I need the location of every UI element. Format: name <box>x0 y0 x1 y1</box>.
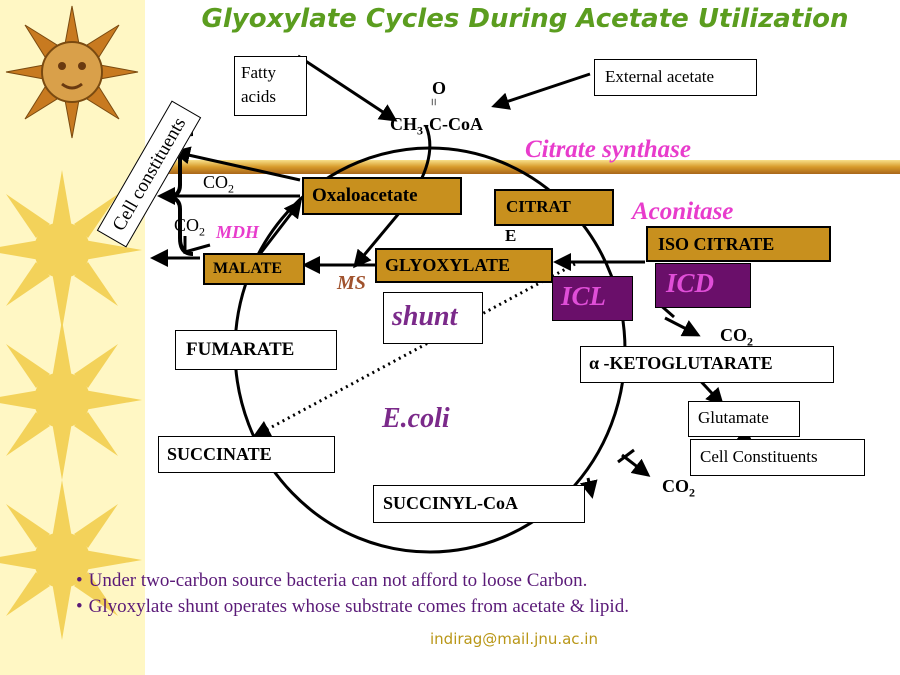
citrate-box: CITRAT <box>494 189 614 226</box>
arrow-malate-to-oaa <box>258 199 302 255</box>
shunt-box: shunt <box>383 292 483 344</box>
arrow-to-cell-constituents <box>172 146 301 182</box>
external-acetate-label: External acetate <box>605 67 715 86</box>
acetyl-coa-sub: 3 <box>417 123 423 138</box>
footer-email: indirag@mail.jnu.ac.in <box>430 630 598 648</box>
arrow-external-acetate <box>491 72 591 110</box>
enzyme-icl-label: ICL <box>561 281 607 311</box>
cell-constituents-box: Cell Constituents <box>690 439 865 476</box>
enzyme-icl-box: ICL <box>552 276 633 321</box>
bullet-item: Under two-carbon source bacteria can not… <box>76 568 629 594</box>
enzyme-citrate-synthase: Citrate synthase <box>525 136 691 163</box>
alpha-ketoglutarate-label: α -KETOGLUTARATE <box>589 353 773 373</box>
succinate-box: SUCCINATE <box>158 436 335 473</box>
oxaloacetate-box: Oxaloacetate <box>302 177 462 215</box>
sun-decorations <box>0 5 142 640</box>
succinate-label: SUCCINATE <box>167 444 272 464</box>
glutamate-box: Glutamate <box>688 401 800 437</box>
external-acetate-box: External acetate <box>594 59 757 96</box>
succinyl-coa-box: SUCCINYL-CoA <box>373 485 585 523</box>
arrow-succinyl-co2 <box>621 453 651 477</box>
decor-band <box>145 160 900 174</box>
acetyl-coa-rest: -C-CoA <box>423 114 483 134</box>
co2-label-oaa: CO2 <box>203 172 235 196</box>
citrate-label-end: E <box>505 226 517 245</box>
arrow-fatty-acids <box>297 54 398 122</box>
co2-label-succinyl: CO2 <box>662 476 695 500</box>
acetyl-coa-double-bond: = <box>424 98 440 106</box>
enzyme-icd-box: ICD <box>655 263 751 308</box>
alpha-ketoglutarate-box: α -KETOGLUTARATE <box>580 346 834 383</box>
glutamate-label: Glutamate <box>698 408 769 427</box>
glyoxylate-box: GLYOXYLATE <box>375 248 553 283</box>
oxaloacetate-label: Oxaloacetate <box>312 185 418 206</box>
arrow-oaa-to-acetylcoa <box>418 125 432 183</box>
arrow-acetylcoa-to-ms <box>353 211 402 269</box>
iso-citrate-label: ISO CITRATE <box>658 234 775 254</box>
arrow-icd-co2 <box>664 316 701 337</box>
bullet-list: Under two-carbon source bacteria can not… <box>76 568 629 620</box>
tick-succinyl-co2 <box>617 448 635 464</box>
iso-citrate-box: ISO CITRATE <box>646 226 831 262</box>
arrow-icl-to-succinate <box>252 262 576 438</box>
sun-shape-icon <box>0 170 142 330</box>
malate-label: MALATE <box>213 260 283 277</box>
fumarate-box: FUMARATE <box>175 330 337 370</box>
acetyl-coa-formula: CH3-C-CoA <box>390 114 483 139</box>
fumarate-label: FUMARATE <box>186 339 295 360</box>
enzyme-mdh: MDH <box>216 222 260 242</box>
co2-label-mdh: CO2 <box>174 215 206 239</box>
fatty-acids-box: Fatty acids <box>234 56 307 116</box>
fatty-acids-label: Fatty acids <box>241 63 276 106</box>
cell-constituents-label: Cell Constituents <box>700 447 818 466</box>
malate-box: MALATE <box>203 253 305 285</box>
sun-shape-icon <box>0 320 142 480</box>
enzyme-icd-label: ICD <box>666 268 715 298</box>
acetyl-coa-oxygen: O <box>432 78 447 98</box>
organism-label: E.coli <box>382 403 450 434</box>
enzyme-ms: MS <box>337 272 366 294</box>
sun-icon <box>5 5 139 139</box>
arrow-cycle-end <box>579 477 598 499</box>
succinyl-coa-label: SUCCINYL-CoA <box>383 493 519 513</box>
slide-title: Glyoxylate Cycles During Acetate Utiliza… <box>201 4 849 34</box>
shunt-label: shunt <box>392 301 458 332</box>
co2-label-icd: CO2 <box>720 325 753 349</box>
enzyme-aconitase: Aconitase <box>632 198 734 225</box>
citrate-label: CITRAT <box>506 197 571 216</box>
acetyl-coa-ch: CH <box>390 114 417 134</box>
glyoxylate-label: GLYOXYLATE <box>385 255 511 275</box>
bullet-item: Glyoxylate shunt operates whose substrat… <box>76 594 629 620</box>
